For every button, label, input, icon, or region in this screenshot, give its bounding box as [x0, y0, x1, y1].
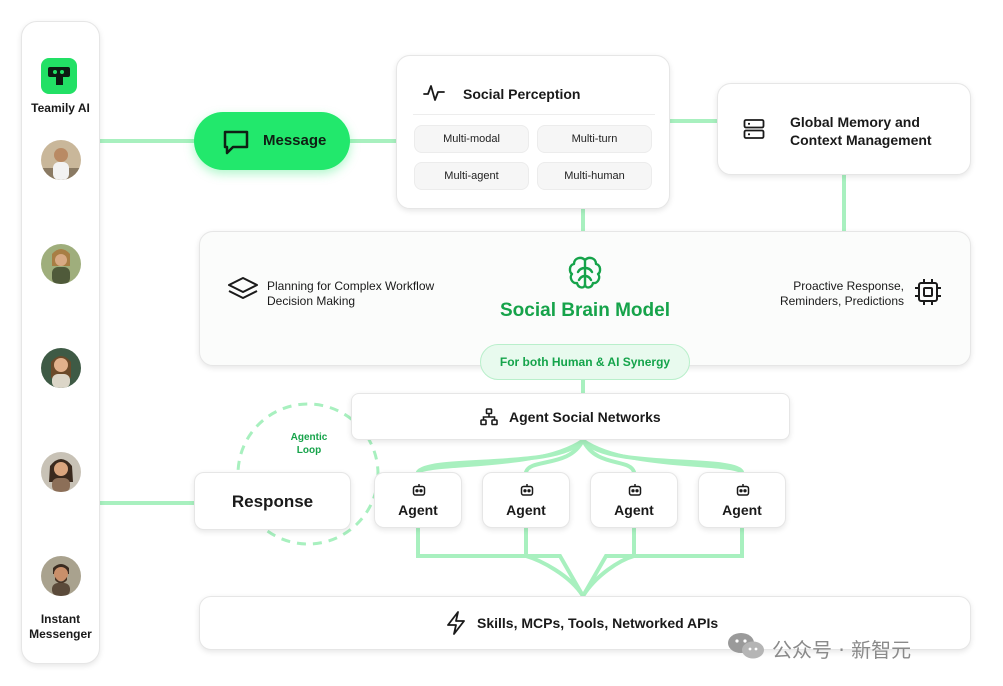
agent-label: Agent	[722, 502, 762, 518]
sidebar-footer-label: Instant Messenger	[29, 612, 92, 641]
social-perception-title: Social Perception	[463, 86, 581, 102]
agent-card[interactable]: Agent	[698, 472, 786, 528]
divider	[413, 114, 655, 115]
proactive-line1: Proactive Response,	[793, 279, 904, 293]
proactive-line2: Reminders, Predictions	[779, 294, 904, 308]
agent-card[interactable]: Agent	[590, 472, 678, 528]
server-icon	[743, 118, 765, 145]
user-avatar[interactable]	[41, 556, 81, 596]
robot-icon	[628, 483, 642, 502]
planning-line1: Planning for Complex Workflow	[267, 279, 435, 293]
proactive-text: Proactive Response, Reminders, Predictio…	[722, 279, 904, 309]
user-avatar[interactable]	[41, 452, 81, 492]
memory-title-line2: Context Management	[790, 132, 932, 148]
watermark-text: 公众号 · 新智元	[772, 638, 912, 662]
message-label: Message	[263, 132, 327, 149]
memory-title: Global Memory and Context Management	[790, 113, 932, 149]
skills-card: Skills, MCPs, Tools, Networked APIs	[199, 596, 971, 650]
response-label: Response	[231, 492, 314, 511]
agent-social-networks-card: Agent Social Networks	[351, 393, 790, 440]
agent-label: Agent	[398, 502, 438, 518]
agentic-loop-line2: Loop	[296, 445, 322, 456]
message-pill[interactable]: Message	[194, 112, 350, 170]
planning-text: Planning for Complex Workflow Decision M…	[267, 279, 434, 309]
robot-icon	[520, 483, 534, 502]
skills-label: Skills, MCPs, Tools, Networked APIs	[477, 615, 719, 631]
robot-icon	[412, 483, 426, 502]
social-brain-title: Social Brain Model	[500, 300, 670, 321]
user-avatar[interactable]	[41, 348, 81, 388]
lightning-icon	[445, 611, 467, 640]
chip-multi-agent: Multi-agent	[414, 162, 529, 190]
brain-icon	[566, 254, 604, 297]
social-perception-card: Social Perception Multi-modal Multi-turn…	[396, 55, 670, 209]
robot-icon	[736, 483, 750, 502]
chip-processor-icon	[913, 277, 943, 312]
agentic-loop-label: Agentic Loop	[276, 431, 342, 457]
synergy-badge: For both Human & AI Synergy	[480, 344, 690, 380]
agentic-loop-line1: Agentic	[290, 432, 328, 443]
global-memory-card: Global Memory and Context Management	[717, 83, 971, 175]
wechat-icon	[726, 631, 766, 666]
agent-card[interactable]: Agent	[482, 472, 570, 528]
user-avatar[interactable]	[41, 244, 81, 284]
teamily-logo	[41, 58, 77, 94]
agent-social-networks-label: Agent Social Networks	[509, 409, 661, 425]
brand-name: Teamily AI	[31, 101, 90, 115]
response-card: Response	[194, 472, 351, 530]
chat-bubble-icon	[221, 127, 251, 162]
memory-title-line1: Global Memory and	[790, 114, 920, 130]
agent-label: Agent	[614, 502, 654, 518]
chip-multi-modal: Multi-modal	[414, 125, 529, 153]
pulse-icon	[423, 83, 445, 108]
agent-label: Agent	[506, 502, 546, 518]
network-icon	[480, 408, 498, 431]
agent-card[interactable]: Agent	[374, 472, 462, 528]
planning-line2: Decision Making	[267, 294, 356, 308]
chip-multi-human: Multi-human	[537, 162, 652, 190]
layers-icon	[227, 276, 259, 307]
user-avatar[interactable]	[41, 140, 81, 180]
chip-multi-turn: Multi-turn	[537, 125, 652, 153]
social-brain-card: Planning for Complex Workflow Decision M…	[199, 231, 971, 366]
